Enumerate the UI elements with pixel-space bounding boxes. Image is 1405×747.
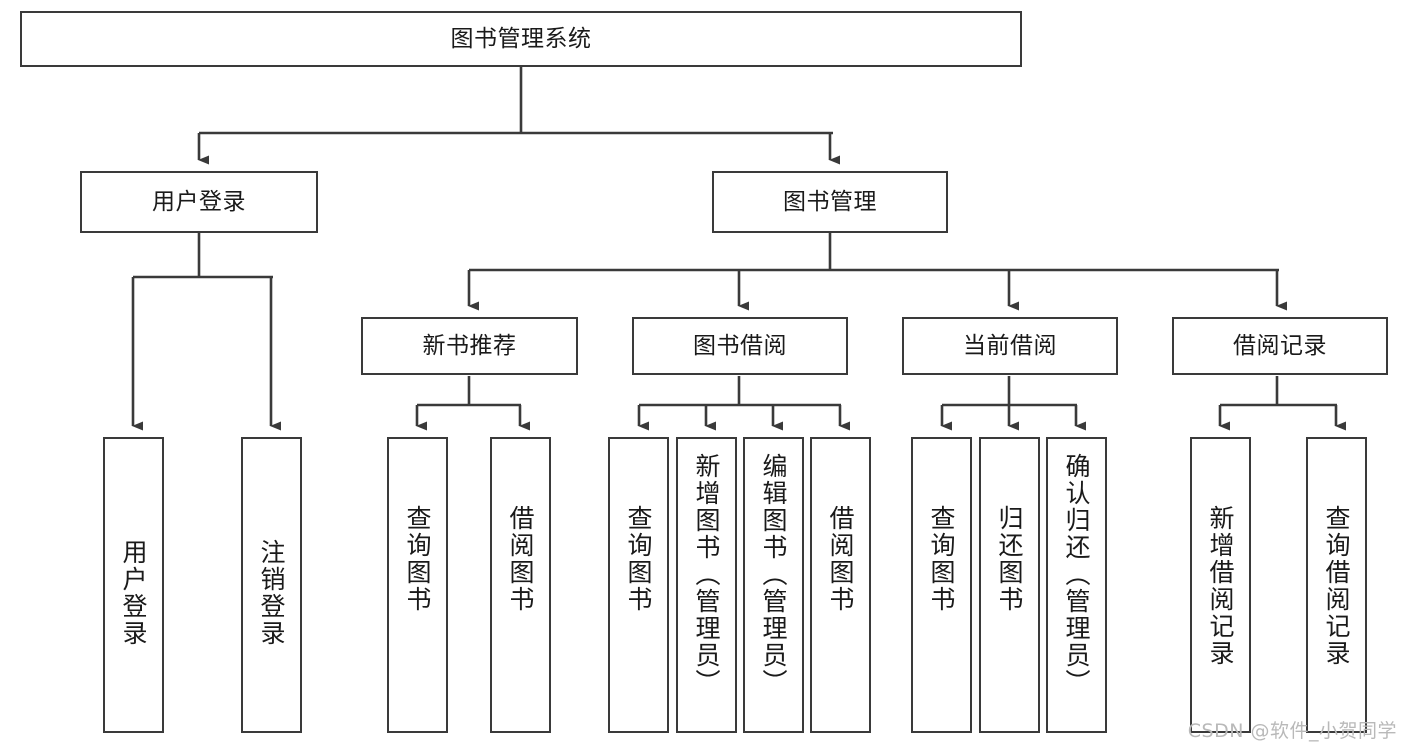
node-leaf-borrow-book-2-label: 借阅图书 xyxy=(826,505,855,613)
node-current-borrow-label: 当前借阅 xyxy=(963,332,1057,359)
node-leaf-add-borrow-record-label: 新增借阅记录 xyxy=(1206,505,1235,667)
node-book-manage[interactable]: 图书管理 xyxy=(712,171,948,233)
node-borrow-record-label: 借阅记录 xyxy=(1233,332,1327,359)
node-leaf-return-book-label: 归还图书 xyxy=(995,505,1024,613)
node-leaf-query-borrow-record[interactable]: 查询借阅记录 xyxy=(1306,437,1367,733)
node-new-book-recommend[interactable]: 新书推荐 xyxy=(361,317,578,375)
node-leaf-edit-book-label: 编辑图书（管理员） xyxy=(759,453,788,696)
node-leaf-edit-book[interactable]: 编辑图书（管理员） xyxy=(743,437,804,733)
node-user-login-label: 用户登录 xyxy=(152,188,246,215)
node-book-borrow-label: 图书借阅 xyxy=(693,332,787,359)
node-leaf-return-book[interactable]: 归还图书 xyxy=(979,437,1040,733)
node-leaf-borrow-book-2[interactable]: 借阅图书 xyxy=(810,437,871,733)
node-leaf-add-book-label: 新增图书（管理员） xyxy=(692,453,721,696)
node-leaf-query-book-2[interactable]: 查询图书 xyxy=(608,437,669,733)
node-new-book-recommend-label: 新书推荐 xyxy=(422,332,517,359)
node-leaf-borrow-book-1[interactable]: 借阅图书 xyxy=(490,437,551,733)
node-leaf-query-book-2-label: 查询图书 xyxy=(624,505,653,613)
node-leaf-query-book-1[interactable]: 查询图书 xyxy=(387,437,448,733)
node-current-borrow[interactable]: 当前借阅 xyxy=(902,317,1118,375)
node-user-login[interactable]: 用户登录 xyxy=(80,171,318,233)
node-leaf-user-login-label: 用户登录 xyxy=(119,539,148,647)
node-leaf-query-book-3-label: 查询图书 xyxy=(927,505,956,613)
node-leaf-query-book-3[interactable]: 查询图书 xyxy=(911,437,972,733)
node-leaf-add-borrow-record[interactable]: 新增借阅记录 xyxy=(1190,437,1251,733)
node-leaf-logout-label: 注销登录 xyxy=(257,539,286,647)
node-root[interactable]: 图书管理系统 xyxy=(20,11,1022,67)
node-borrow-record[interactable]: 借阅记录 xyxy=(1172,317,1388,375)
node-leaf-confirm-return-label: 确认归还（管理员） xyxy=(1062,453,1091,696)
node-leaf-query-borrow-record-label: 查询借阅记录 xyxy=(1322,505,1351,667)
node-leaf-query-book-1-label: 查询图书 xyxy=(403,505,432,613)
node-leaf-add-book[interactable]: 新增图书（管理员） xyxy=(676,437,737,733)
node-book-manage-label: 图书管理 xyxy=(783,188,877,215)
node-leaf-borrow-book-1-label: 借阅图书 xyxy=(506,505,535,613)
node-leaf-logout[interactable]: 注销登录 xyxy=(241,437,302,733)
node-book-borrow[interactable]: 图书借阅 xyxy=(632,317,848,375)
node-leaf-confirm-return[interactable]: 确认归还（管理员） xyxy=(1046,437,1107,733)
node-leaf-user-login[interactable]: 用户登录 xyxy=(103,437,164,733)
node-root-label: 图书管理系统 xyxy=(450,25,592,52)
